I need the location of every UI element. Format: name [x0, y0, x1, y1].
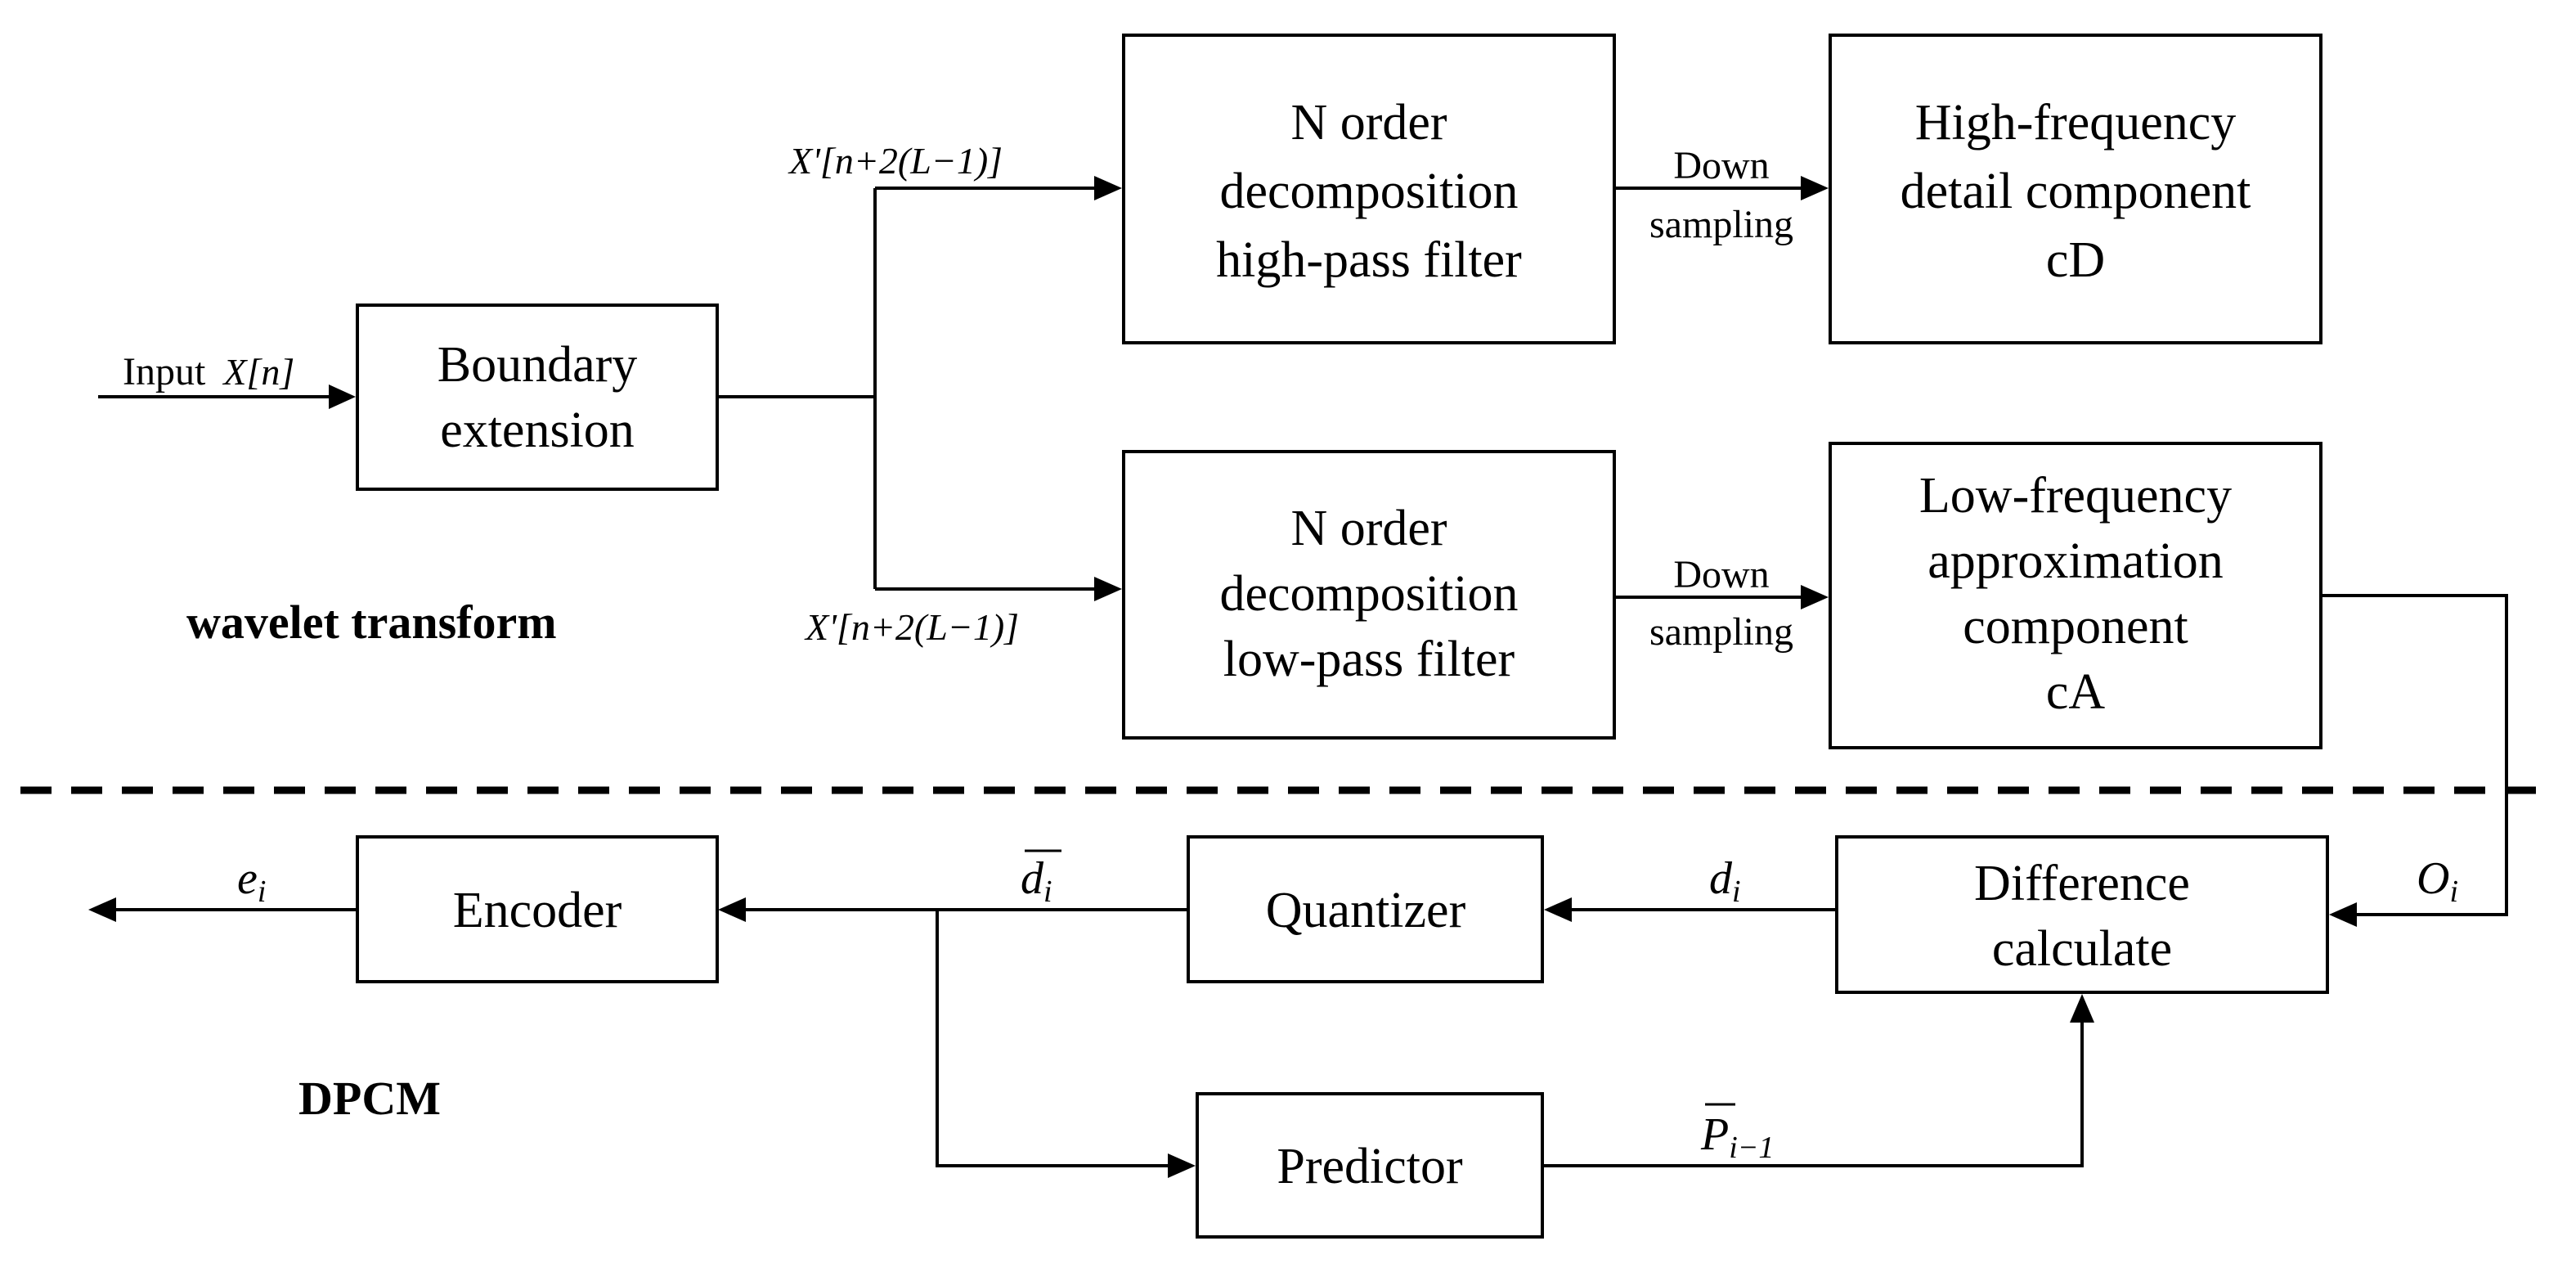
difference-calculate-box: Difference calculate	[1835, 835, 2329, 994]
low-pass-line-3: low-pass filter	[1223, 632, 1515, 687]
low-frequency-line-2: approximation	[1928, 533, 2224, 589]
high-frequency-line-1: High-frequency	[1915, 95, 2237, 151]
low-pass-line-2: decomposition	[1219, 566, 1518, 622]
down-sampling-top-line-1: Down	[1673, 144, 1769, 187]
section-label-wavelet: wavelet transform	[186, 596, 557, 649]
boundary-extension-line-1: Boundary	[438, 337, 638, 393]
boundary-extension-box: Boundary extension	[356, 304, 719, 491]
high-frequency-detail-box: High-frequency detail component cD	[1829, 34, 2322, 344]
low-frequency-line-1: Low-frequency	[1919, 468, 2232, 524]
high-pass-line-2: decomposition	[1219, 164, 1518, 219]
high-frequency-line-3: cD	[2046, 232, 2105, 288]
boundary-extension-line-2: extension	[440, 402, 635, 458]
low-pass-line-1: N order	[1290, 501, 1447, 556]
predictor-box: Predictor	[1196, 1092, 1544, 1239]
high-frequency-line-2: detail component	[1901, 164, 2251, 219]
dbar-signal-label: di	[1021, 853, 1052, 909]
down-sampling-arrow-top	[1614, 176, 1829, 200]
encoder-box: Encoder	[356, 835, 719, 983]
extended-signal-label-bottom: X'[n+2(L−1)]	[804, 606, 1019, 648]
difference-line-1: Difference	[1974, 856, 2190, 911]
o-signal-wire	[2321, 594, 2508, 927]
low-frequency-approximation-box: Low-frequency approximation component cA	[1829, 442, 2322, 749]
p-signal-label: Pi−1	[1700, 1109, 1774, 1165]
section-label-dpcm: DPCM	[298, 1072, 441, 1125]
d-signal-label: di	[1709, 853, 1741, 909]
input-arrow	[98, 384, 356, 409]
down-sampling-bottom-line-1: Down	[1673, 553, 1769, 596]
e-output-arrow	[88, 897, 357, 922]
extended-signal-label-top: X'[n+2(L−1)]	[788, 140, 1003, 182]
high-pass-line-1: N order	[1290, 95, 1447, 151]
d-signal-arrow	[1544, 897, 1837, 922]
down-sampling-bottom-line-2: sampling	[1649, 610, 1793, 654]
low-frequency-line-3: component	[1963, 599, 2188, 654]
high-pass-line-3: high-pass filter	[1216, 232, 1522, 288]
quantizer-box: Quantizer	[1187, 835, 1544, 983]
down-sampling-arrow-bottom	[1614, 585, 1829, 609]
e-signal-label: ei	[237, 853, 266, 909]
down-sampling-top-line-2: sampling	[1649, 203, 1793, 246]
low-frequency-line-4: cA	[2046, 664, 2106, 720]
p-signal-arrow	[1542, 994, 2094, 1167]
input-label: Input X[n]	[123, 350, 294, 393]
o-signal-label: Oi	[2417, 853, 2458, 909]
predictor-label: Predictor	[1277, 1139, 1463, 1194]
split-wiring	[717, 176, 1122, 601]
difference-line-2: calculate	[1992, 921, 2172, 977]
quantizer-label: Quantizer	[1266, 883, 1466, 938]
dbar-signal-arrow	[718, 897, 1196, 1178]
high-pass-filter-box: N order decomposition high-pass filter	[1122, 34, 1616, 344]
low-pass-filter-box: N order decomposition low-pass filter	[1122, 450, 1616, 740]
encoder-label: Encoder	[453, 883, 622, 938]
